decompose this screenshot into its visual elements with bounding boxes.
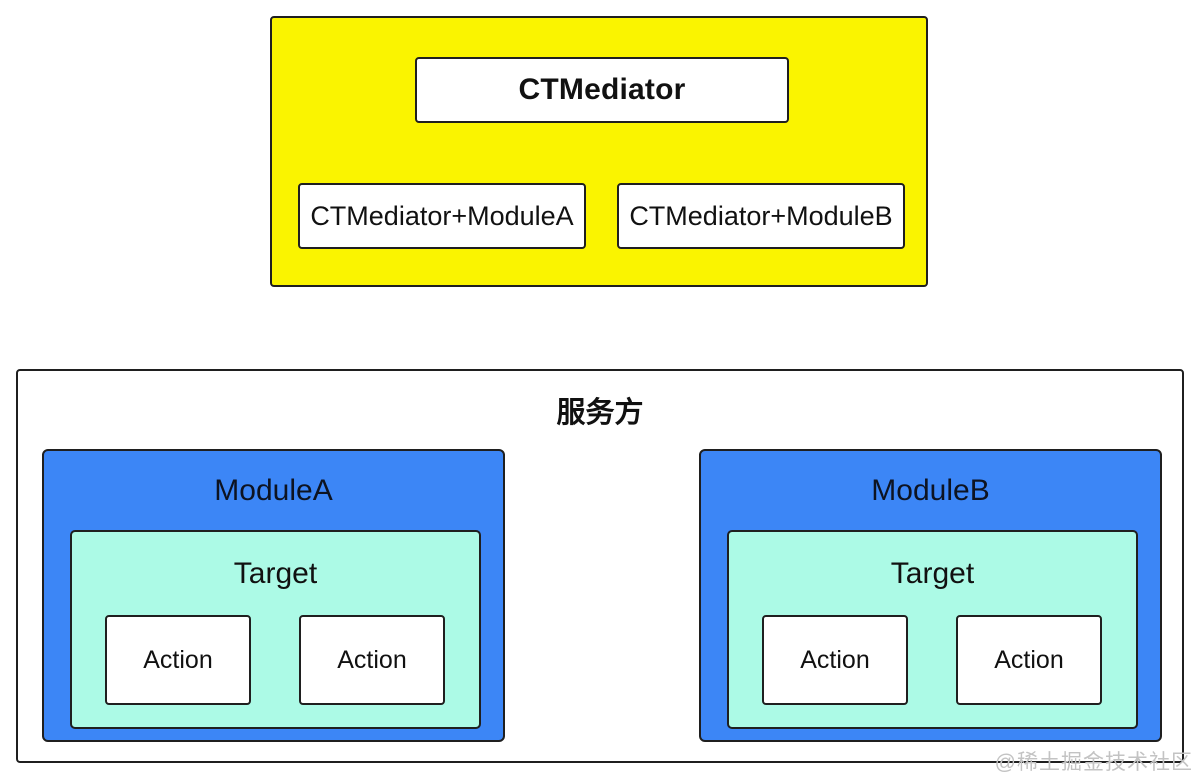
module-a-action-box-1: Action — [105, 615, 251, 705]
module-b-target-label: Target — [890, 556, 975, 590]
mediator-group-box: CTMediator CTMediator+ModuleA CTMediator… — [270, 16, 928, 287]
module-b-target-box: Target Action Action — [727, 530, 1138, 729]
module-b-action-box-2: Action — [956, 615, 1102, 705]
module-a-target-label: Target — [233, 556, 318, 590]
module-a-action-2-label: Action — [337, 645, 407, 674]
ctmediator-label: CTMediator — [518, 73, 686, 106]
module-a-action-box-2: Action — [299, 615, 445, 705]
module-a-action-1-label: Action — [143, 645, 213, 674]
ctmediator-module-a-extension-label: CTMediator+ModuleA — [310, 200, 574, 231]
module-b-action-1-label: Action — [800, 645, 870, 674]
module-b-label: ModuleB — [871, 473, 990, 507]
service-provider-title: 服务方 — [556, 397, 644, 429]
module-a-target-box: Target Action Action — [70, 530, 481, 729]
ctmediator-module-a-extension-box: CTMediator+ModuleA — [298, 183, 586, 249]
service-provider-box: 服务方 ModuleA Target Action Action ModuleB… — [16, 369, 1184, 763]
module-a-box: ModuleA Target Action Action — [42, 449, 505, 742]
ctmediator-module-b-extension-label: CTMediator+ModuleB — [629, 200, 893, 231]
module-b-box: ModuleB Target Action Action — [699, 449, 1162, 742]
ctmediator-module-b-extension-box: CTMediator+ModuleB — [617, 183, 905, 249]
module-b-action-2-label: Action — [994, 645, 1064, 674]
ctmediator-box: CTMediator — [415, 57, 789, 123]
juejin-watermark: @稀土掘金技术社区 — [994, 751, 1193, 774]
module-b-action-box-1: Action — [762, 615, 908, 705]
module-a-label: ModuleA — [214, 473, 333, 507]
